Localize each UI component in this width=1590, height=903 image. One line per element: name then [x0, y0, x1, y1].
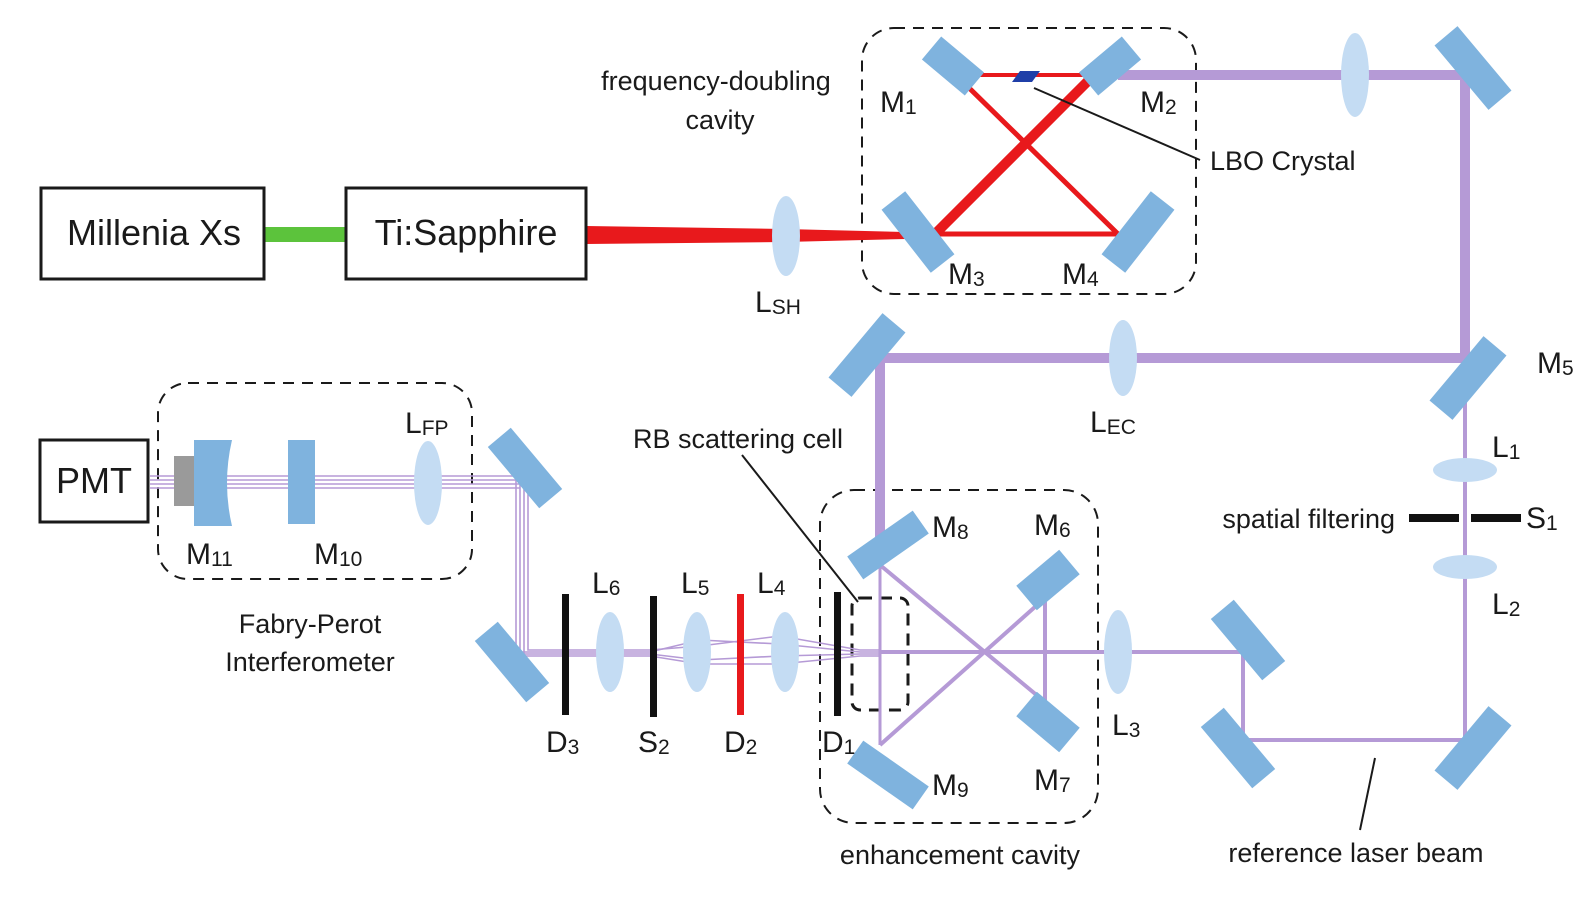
enhancement-cavity-label: enhancement cavity: [840, 840, 1081, 870]
mirror-m2: [1078, 36, 1142, 96]
label-l4: L4: [757, 567, 786, 600]
label-m9: M9: [932, 769, 969, 802]
lens-l4: [771, 612, 799, 692]
mirror-turn-mid: [828, 313, 906, 397]
mirror-fp-entry: [487, 427, 563, 509]
lens-top-right: [1341, 33, 1369, 117]
lens-l5: [683, 612, 711, 692]
fabry-perot-enclosure: [157, 382, 473, 580]
mirror-m4: [1101, 191, 1175, 273]
reference-pointer: [1359, 757, 1376, 831]
freq-doubling-label-1: frequency-doubling: [601, 66, 831, 96]
label-s2: S2: [638, 726, 670, 759]
aperture-d1: [834, 592, 841, 716]
mirror-turn-top-right: [1434, 26, 1512, 110]
pmt-box: PMT: [38, 438, 194, 524]
freq-doubling-label-2: cavity: [685, 105, 755, 135]
label-m4: M4: [1062, 258, 1099, 291]
lbo-crystal: [1012, 71, 1040, 82]
mirror-m11: [194, 440, 232, 526]
millenia-box: Millenia Xs: [39, 186, 266, 281]
label-lsh: LSH: [755, 286, 801, 319]
lens-lfp: [414, 441, 442, 525]
label-m1: M1: [880, 86, 917, 119]
pump-beam: [264, 227, 346, 242]
tisapphire-label: Ti:Sapphire: [375, 212, 558, 253]
mirror-m9: [847, 740, 929, 810]
mirror-m8: [847, 510, 929, 580]
millenia-label: Millenia Xs: [67, 212, 241, 253]
reference-beam-label: reference laser beam: [1228, 838, 1483, 868]
label-s1: S1: [1526, 502, 1558, 535]
enhancement-cavity-beam: [878, 563, 1047, 747]
lens-lsh: [772, 196, 800, 276]
frequency-doubling-cavity-enclosure: [861, 27, 1197, 295]
label-l3: L3: [1112, 709, 1140, 742]
label-d3: D3: [546, 726, 579, 759]
tisapphire-box: Ti:Sapphire: [344, 186, 588, 281]
label-m10: M10: [314, 538, 362, 571]
enhancement-cavity-enclosure: [819, 489, 1099, 824]
aperture-d2: [737, 594, 744, 715]
spatial-filtering-label: spatial filtering: [1222, 504, 1395, 534]
mirror-ref-bottom-right: [1434, 706, 1512, 790]
label-lec: LEC: [1090, 406, 1136, 439]
aperture-d3: [562, 594, 569, 715]
lens-l2: [1433, 555, 1497, 579]
slit-s1-left: [1409, 514, 1459, 522]
label-lfp: LFP: [405, 407, 449, 440]
fabry-perot-label-1: Fabry-Perot: [239, 609, 382, 639]
label-l6: L6: [592, 567, 620, 600]
label-m2: M2: [1140, 86, 1177, 119]
pmt-label: PMT: [56, 460, 132, 501]
slit-s2: [650, 596, 657, 717]
label-m11: M11: [186, 538, 233, 571]
rb-cell-pointer: [741, 454, 859, 603]
label-m3: M3: [948, 258, 985, 291]
mirror-m5: [1429, 336, 1507, 420]
label-m5: M5: [1537, 347, 1574, 380]
fabry-perot-label-2: Interferometer: [225, 647, 395, 677]
lens-l3: [1104, 610, 1132, 694]
lbo-label: LBO Crystal: [1210, 146, 1356, 176]
pmt-window: [174, 456, 194, 506]
label-d2: D2: [724, 726, 757, 759]
mirror-m6: [1016, 549, 1080, 611]
lens-l6: [596, 612, 624, 692]
slit-s1-right: [1471, 514, 1521, 522]
doubling-cavity-beam: [930, 73, 1121, 239]
lbo-pointer: [1033, 87, 1201, 161]
label-d1: D1: [822, 726, 855, 759]
mirror-ref-bottom-left: [1200, 707, 1276, 789]
mirror-m7: [1016, 691, 1080, 753]
label-l2: L2: [1492, 588, 1520, 621]
rb-cell-label: RB scattering cell: [633, 424, 843, 454]
mirror-m10: [288, 440, 315, 524]
label-m7: M7: [1034, 764, 1071, 797]
lens-l1: [1433, 458, 1497, 482]
mirror-m1: [921, 36, 985, 96]
lens-lec: [1109, 320, 1137, 396]
label-m6: M6: [1034, 509, 1071, 542]
mirror-m3: [881, 191, 955, 273]
label-m8: M8: [932, 511, 969, 544]
mirror-ref-top: [1210, 599, 1286, 681]
mirror-fp-lower: [474, 621, 550, 703]
label-l1: L1: [1492, 431, 1520, 464]
ti-sapphire-output-beam: [586, 226, 906, 244]
label-l5: L5: [681, 567, 709, 600]
